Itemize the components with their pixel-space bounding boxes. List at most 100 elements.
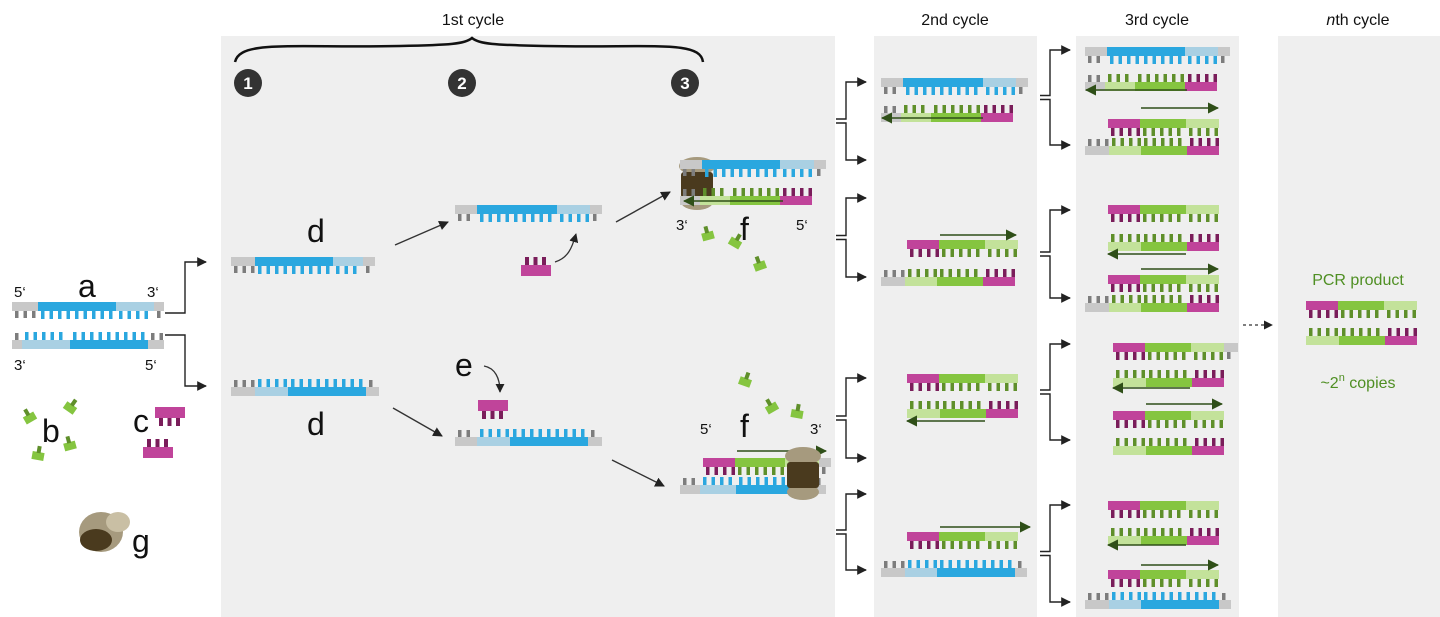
strand-segment — [939, 374, 985, 383]
base-tooth — [1206, 579, 1210, 587]
base-tooth — [1014, 401, 1018, 409]
base-tooth — [948, 87, 952, 95]
base-tooth — [1124, 438, 1128, 446]
base-tooth — [957, 87, 961, 95]
base-tooth — [974, 560, 978, 568]
strand-segment — [70, 340, 148, 349]
cycle1-panel — [221, 36, 835, 617]
base-tooth — [1128, 579, 1132, 587]
nucleotide-body — [752, 260, 768, 272]
strand-segment — [1108, 205, 1140, 214]
base-tooth — [92, 311, 96, 319]
base-tooth — [1198, 528, 1202, 536]
bracket-arrow-down — [1040, 554, 1071, 607]
base-tooth — [1003, 87, 1007, 95]
c2-strand — [907, 240, 1018, 257]
base-tooth — [1182, 352, 1186, 360]
strand-segment — [255, 387, 288, 396]
strand-segment — [1218, 47, 1230, 56]
base-tooth — [783, 188, 787, 196]
strand-segment — [231, 387, 255, 396]
base-tooth — [942, 249, 946, 257]
base-tooth — [967, 383, 971, 391]
base-tooth — [1168, 284, 1172, 292]
c2-strand — [881, 269, 1015, 286]
annealing-strand-top — [455, 205, 602, 222]
base-tooth — [1119, 234, 1123, 242]
bracket-arrow-icon — [836, 489, 867, 575]
base-tooth — [251, 266, 255, 273]
nucleotide-icon — [752, 255, 768, 272]
base-tooth — [1168, 510, 1172, 518]
base-tooth — [728, 477, 732, 485]
base-tooth — [935, 249, 939, 257]
base-tooth — [283, 266, 287, 274]
base-tooth — [144, 311, 148, 319]
base-tooth — [968, 401, 972, 409]
base-tooth — [283, 379, 287, 387]
base-tooth — [1198, 295, 1202, 303]
base-tooth — [33, 332, 37, 340]
base-tooth — [959, 541, 963, 549]
base-tooth — [1190, 138, 1194, 146]
base-tooth — [1178, 528, 1182, 536]
base-tooth — [585, 214, 589, 222]
step-arrow — [615, 191, 671, 223]
base-tooth — [965, 560, 969, 568]
base-tooth — [50, 332, 54, 340]
base-tooth — [683, 169, 687, 176]
base-tooth — [758, 188, 762, 196]
base-tooth — [1135, 56, 1139, 64]
base-tooth — [1144, 138, 1148, 146]
base-tooth — [763, 467, 767, 475]
base-tooth — [739, 477, 743, 485]
base-tooth — [497, 429, 501, 437]
strand-segment — [1108, 501, 1140, 510]
base-tooth — [965, 269, 969, 277]
base-tooth — [1206, 284, 1210, 292]
label-5prime-f-bottom: 5‘ — [700, 421, 712, 438]
c3-strand — [1113, 343, 1238, 360]
base-tooth — [967, 249, 971, 257]
base-tooth — [1195, 438, 1199, 446]
cycle2-title: 2nd cycle — [921, 12, 989, 29]
strand-segment — [1192, 378, 1224, 387]
base-tooth — [109, 311, 113, 319]
base-tooth — [976, 383, 980, 391]
base-tooth — [1203, 370, 1207, 378]
split-arrow-up — [165, 257, 207, 314]
base-tooth — [996, 383, 1000, 391]
label-5prime-top: 5‘ — [14, 284, 26, 301]
base-tooth — [991, 560, 995, 568]
base-tooth — [1138, 74, 1142, 82]
base-tooth — [683, 478, 687, 485]
label-d-top: d — [307, 213, 325, 249]
base-tooth — [988, 249, 992, 257]
strand-segment — [255, 257, 333, 266]
base-tooth — [901, 270, 905, 277]
base-tooth — [81, 332, 85, 340]
base-tooth — [1366, 310, 1370, 318]
base-tooth — [1213, 56, 1217, 64]
base-tooth — [1157, 438, 1161, 446]
base-tooth — [1137, 295, 1141, 303]
base-tooth — [41, 311, 45, 319]
pcr-product-strand-bottom — [1306, 328, 1417, 345]
polymerase-icon — [79, 512, 130, 552]
strand-segment — [1306, 301, 1338, 310]
base-tooth — [1005, 249, 1009, 257]
base-tooth — [931, 87, 935, 95]
c3-strand — [1108, 528, 1219, 545]
base-tooth — [539, 214, 543, 222]
nucleotide-body — [764, 401, 780, 415]
strand-segment — [333, 257, 363, 266]
base-tooth — [1143, 128, 1147, 136]
base-tooth — [950, 249, 954, 257]
nucleotide-icon — [63, 435, 77, 452]
base-tooth — [1220, 438, 1224, 446]
base-tooth — [884, 270, 888, 277]
base-tooth — [266, 266, 270, 274]
base-tooth — [1124, 352, 1128, 360]
c2-strand — [881, 560, 1027, 577]
base-tooth — [691, 169, 695, 176]
